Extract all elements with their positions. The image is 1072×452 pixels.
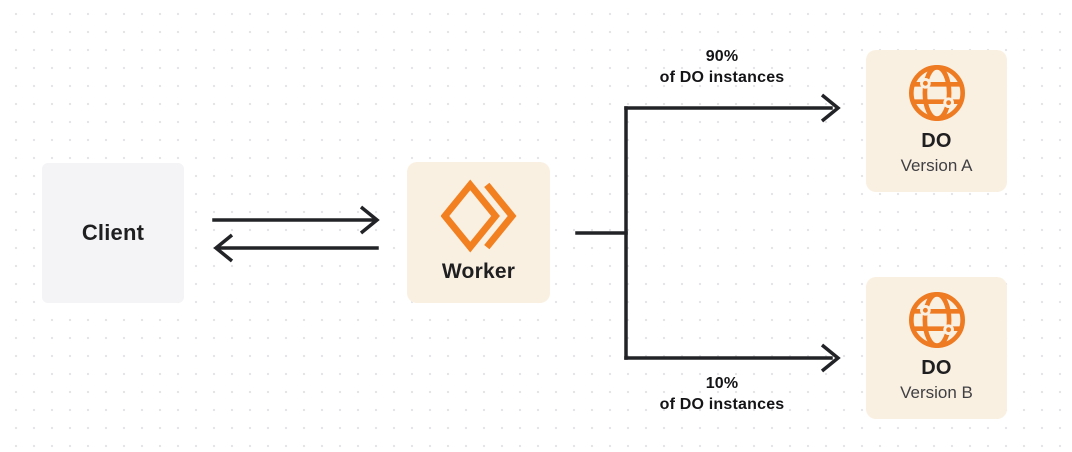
do-b-subtitle: Version B (900, 383, 973, 402)
client-label: Client (81, 220, 145, 245)
client-to-worker-arrow (212, 205, 380, 235)
worker-to-client-arrow (213, 233, 379, 263)
split-top-label: 90% of DO instances (622, 46, 822, 88)
split-top-percent: 90% (705, 48, 739, 65)
node-client: Client (42, 163, 184, 303)
do-a-subtitle: Version A (900, 156, 973, 175)
durable-object-globe-icon (908, 292, 965, 348)
split-bottom-caption: of DO instances (659, 396, 785, 413)
do-a-title: DO (921, 130, 952, 152)
do-b-title: DO (921, 357, 952, 379)
worker-label: Worker (441, 260, 516, 283)
worker-split-connector (575, 93, 841, 373)
split-top-caption: of DO instances (659, 69, 785, 86)
cloudflare-workers-icon (440, 179, 516, 253)
node-do-version-a: DO Version A (866, 50, 1007, 192)
split-bottom-label: 10% of DO instances (622, 373, 822, 415)
split-bottom-percent: 10% (705, 375, 739, 392)
node-do-version-b: DO Version B (866, 277, 1007, 419)
node-worker: Worker (407, 162, 550, 303)
durable-object-globe-icon (908, 65, 965, 121)
